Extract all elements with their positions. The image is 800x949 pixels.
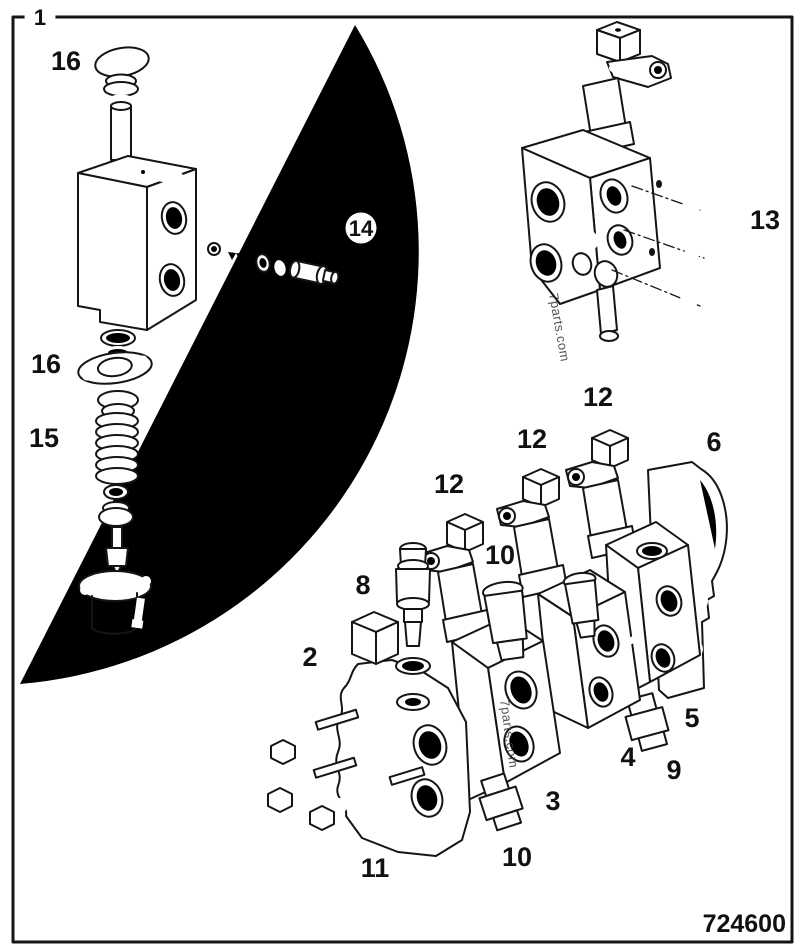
leader-2: [320, 661, 344, 680]
callout-12-left: 12: [434, 469, 464, 499]
centering-spring-assembly: [79, 391, 151, 634]
relief-valve: [396, 543, 430, 657]
hex-nut: [268, 788, 292, 812]
leader-12-right: [601, 409, 609, 431]
cap-bolt: [131, 597, 145, 629]
callout-4: 4: [620, 742, 635, 772]
callout-14-bubble: 14: [216, 212, 377, 270]
bottom-plug-10: [475, 771, 527, 832]
callout-16-gasket: 16: [31, 349, 61, 379]
figure-ref-number: 1: [34, 5, 46, 30]
section4-top-plug: [563, 571, 604, 639]
callout-10-top: 10: [485, 540, 515, 570]
mounting-studs-and-nuts: [268, 710, 424, 830]
callout-12-mid: 12: [517, 424, 547, 454]
drawing-part-number: 724600: [703, 910, 786, 938]
leader-12-mid: [537, 452, 540, 470]
callout-2: 2: [302, 642, 317, 672]
callout-3: 3: [545, 786, 560, 816]
callout-14: 14: [349, 216, 374, 241]
leader-12-left: [452, 497, 461, 514]
callout-15: 15: [29, 423, 59, 453]
figure-reference-bubble: 1: [24, 1, 56, 33]
valve-section-4: [538, 570, 643, 742]
spool-retainer-plate: [93, 44, 151, 81]
detail-spool-nut: [597, 22, 640, 62]
valve-section-3: 7parts.com: [452, 580, 560, 833]
leader-15: [58, 440, 96, 444]
detail-valve-body: [522, 130, 660, 341]
detail-orings: [649, 180, 704, 313]
callout-8: 8: [355, 570, 370, 600]
callout-10-bottom: 10: [502, 842, 532, 872]
spool-seal-boot: [104, 75, 138, 106]
leader-8: [376, 586, 396, 593]
diagram-border: [13, 17, 792, 942]
base-gasket: [76, 348, 153, 388]
valve-spool: [96, 85, 243, 160]
callout-9: 9: [666, 755, 681, 785]
end-cap: [79, 571, 151, 634]
main-assembly-callouts: 12 12 12 6 8 10 2 11 10 3 4 9 5: [302, 382, 721, 883]
hex-nut: [310, 806, 334, 830]
oring-detail-circle: 13 7parts.com: [494, 22, 788, 363]
valve-body-block: [78, 156, 196, 330]
callout-16-top: 16: [51, 46, 81, 76]
small-spring: [228, 252, 252, 262]
detail-spool-end: [597, 286, 617, 334]
spool-assembly-left: [421, 514, 491, 642]
callout-5: 5: [684, 703, 699, 733]
inlet-section: [336, 612, 470, 856]
callout-11: 11: [361, 853, 390, 883]
spool-assembly-middle: [497, 469, 567, 597]
valve-section-5: [606, 522, 700, 753]
tie-rod-stub: [623, 633, 643, 647]
spool-assembly-right: [566, 430, 636, 558]
plug: [288, 259, 340, 287]
check-valve-plug-kit: [208, 243, 340, 287]
main-valve-assembly: 7parts.com: [268, 382, 727, 883]
callout-12-right: 12: [583, 382, 613, 412]
hex-nut: [271, 740, 295, 764]
callout-13: 13: [750, 205, 780, 235]
inlet-cube-boss: [352, 612, 398, 664]
leader-16-gasket: [60, 366, 80, 367]
top-plug-10: [482, 580, 532, 662]
callout-6: 6: [706, 427, 721, 457]
coil-spring: [96, 413, 138, 484]
exploded-section-view: 16 16 15 14: [29, 44, 377, 634]
bottom-plug-9: [621, 692, 671, 753]
